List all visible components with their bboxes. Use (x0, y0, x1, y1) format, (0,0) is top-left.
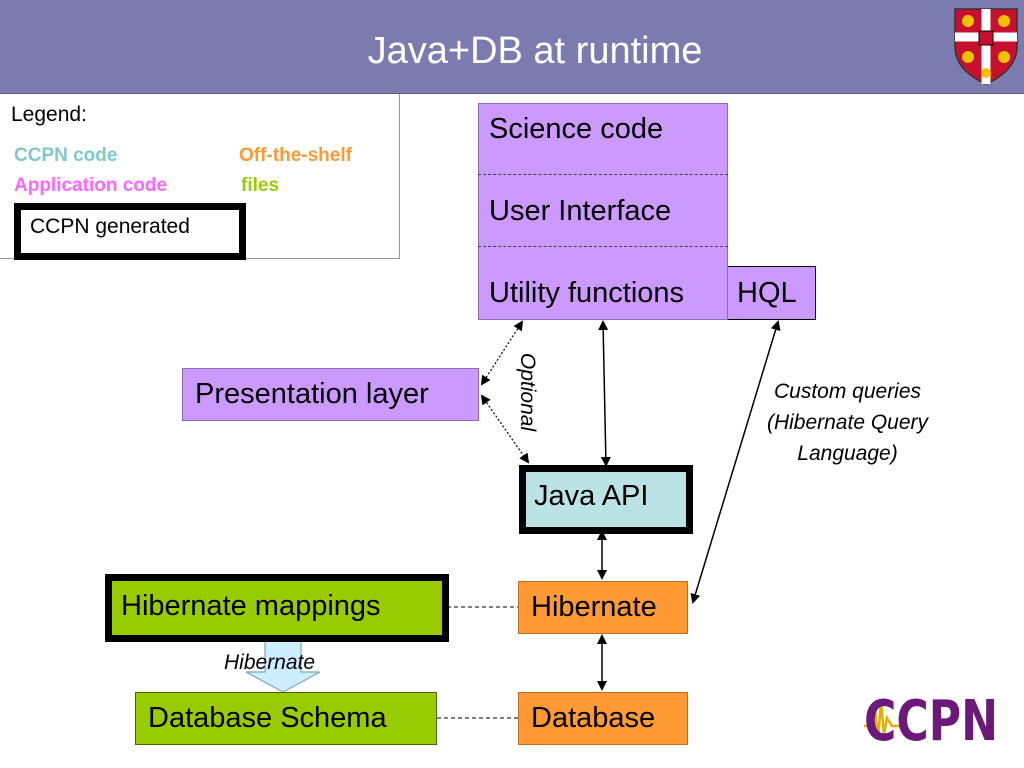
university-crest-icon (954, 8, 1018, 85)
hibernate-mappings-label: Hibernate mappings (121, 590, 381, 622)
title-bar (0, 0, 1024, 94)
legend-application-code: Application code (14, 175, 168, 196)
hql-label: HQL (737, 276, 797, 309)
legend-files: files (241, 175, 280, 196)
database-box: Database (518, 692, 688, 745)
database-label: Database (531, 702, 656, 734)
presentation-layer-label: Presentation layer (195, 378, 429, 410)
ccpn-logo-spectrum-icon (864, 701, 902, 741)
arrow-optional-utility-presentation (480, 320, 524, 386)
java-api-label: Java API (534, 480, 649, 512)
arrow-optional-presentation-java-api (480, 394, 530, 464)
legend-ccpn-generated: CCPN generated (14, 203, 246, 260)
ccpn-logo-text: CCPN (864, 689, 998, 748)
presentation-layer-box: Presentation layer (182, 368, 479, 421)
legend-off-the-shelf: Off-the-shelf (239, 145, 352, 166)
arrow-utility-java-api (598, 320, 611, 467)
custom-queries-line-1: Custom queries (773, 380, 922, 403)
legend-heading: Legend: (11, 103, 87, 126)
block-arrow-hibernate (245, 640, 321, 693)
database-schema-box: Database Schema (135, 692, 437, 745)
hibernate-arrow-label: Hibernate (224, 651, 316, 674)
divider-line (478, 174, 728, 175)
database-schema-label: Database Schema (148, 702, 387, 734)
science-code-label: Science code (489, 113, 664, 145)
hibernate-label: Hibernate (531, 591, 657, 623)
slide-title: Java+DB at runtime (367, 30, 703, 72)
custom-queries-label: Custom queries (Hibernate Query Language… (740, 376, 955, 469)
utility-functions-label: Utility functions (489, 277, 685, 309)
java-api-box: Java API (519, 465, 693, 534)
custom-queries-line-3: Language) (797, 442, 898, 465)
arrow-hql-hibernate (690, 320, 781, 604)
legend-ccpn-code: CCPN code (14, 145, 118, 166)
divider-line (478, 246, 728, 247)
legend-ccpn-generated-label: CCPN generated (30, 215, 190, 238)
custom-queries-line-2: (Hibernate Query (766, 411, 929, 434)
application-stack (478, 103, 728, 320)
ccpn-logo: CCPN (862, 688, 1000, 748)
optional-label: Optional (516, 352, 539, 432)
hql-box: HQL (720, 266, 816, 320)
hibernate-mappings-box: Hibernate mappings (105, 574, 449, 642)
hibernate-box: Hibernate (518, 581, 688, 634)
user-interface-label: User Interface (489, 195, 672, 227)
